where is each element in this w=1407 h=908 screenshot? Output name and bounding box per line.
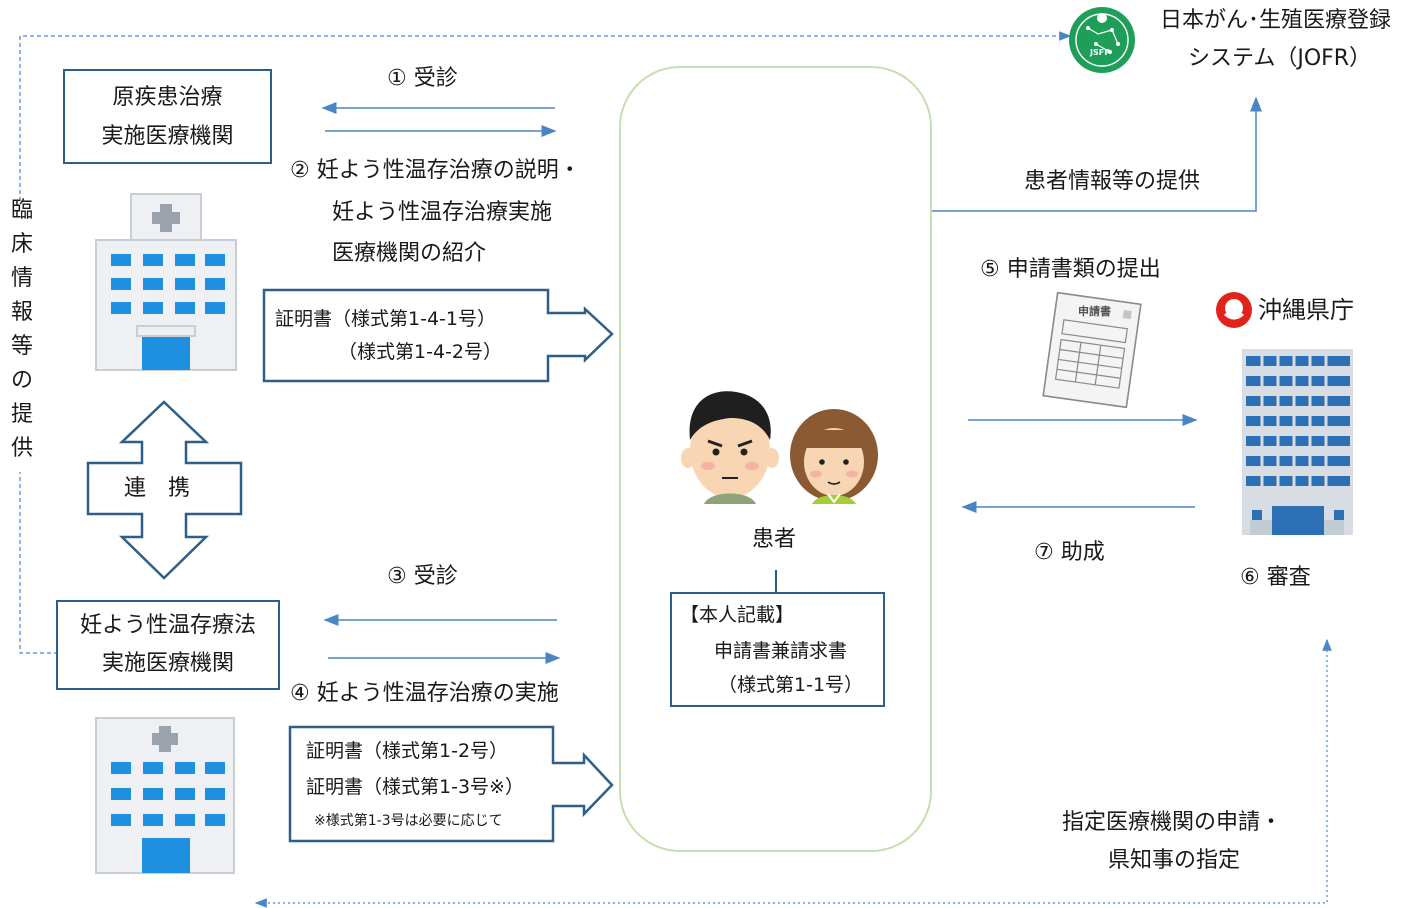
side-char: 情 <box>10 266 33 291</box>
patient-man-icon <box>681 391 779 504</box>
clinic2-line2: 実施医療機関 <box>101 651 234 676</box>
hospital-icon-2 <box>95 717 235 874</box>
side-char: の <box>10 368 33 393</box>
cert2-line2: 証明書（様式第1-3号※） <box>306 776 524 798</box>
patient-label: 患者 <box>752 527 797 552</box>
cert1-line1: 証明書（様式第1-4-1号） <box>275 308 496 330</box>
step1-label: ① 受診 <box>387 66 458 91</box>
step7-label: ⑦ 助成 <box>1034 540 1105 565</box>
jsfp-logo-icon <box>1069 7 1135 73</box>
designation-line2: 県知事の指定 <box>1108 848 1241 873</box>
prefecture-building-icon <box>1242 349 1353 535</box>
clinic2-box: 妊よう性温存療法 実施医療機関 <box>56 600 280 690</box>
side-char: 床 <box>10 232 33 257</box>
step2-line1: ② 妊よう性温存治療の説明・ <box>290 158 581 183</box>
step6-label: ⑥ 審査 <box>1240 565 1311 590</box>
clinic1-box: 原疾患治療 実施医療機関 <box>63 69 272 164</box>
step2-line3: 医療機関の紹介 <box>332 241 487 266</box>
clinic1-line2: 実施医療機関 <box>101 124 234 149</box>
cert1-line2: （様式第1-4-2号） <box>338 341 502 363</box>
self-form-box: 【本人記載】 申請書兼請求書 （様式第1-1号） <box>670 592 885 707</box>
hospital-icon-1 <box>95 193 237 371</box>
jofr-line2: システム（JOFR） <box>1188 46 1372 71</box>
step2-line2: 妊よう性温存治療実施 <box>332 200 553 225</box>
cert2-line1: 証明書（様式第1-2号） <box>306 740 509 762</box>
jofr-line1: 日本がん･生殖医療登録 <box>1160 8 1392 33</box>
designation-dotted-line <box>257 640 1328 904</box>
cooperation-label: 連 携 <box>124 476 191 501</box>
okinawa-emblem-icon <box>1216 292 1252 328</box>
self-form-line3: （様式第1-1号） <box>718 674 864 696</box>
designation-line1: 指定医療機関の申請・ <box>1062 810 1283 835</box>
prefecture-label: 沖縄県庁 <box>1258 296 1354 324</box>
info-provide-label: 患者情報等の提供 <box>1024 169 1201 194</box>
patient-woman-icon <box>790 409 878 504</box>
side-char: 供 <box>10 436 33 461</box>
doc-icon-text: 申請書 <box>1078 305 1111 318</box>
side-char: 報 <box>10 300 33 325</box>
self-form-line1: 【本人記載】 <box>680 604 795 626</box>
side-char: 等 <box>10 334 33 359</box>
cert1-block-arrow <box>262 288 614 383</box>
step3-label: ③ 受診 <box>387 564 458 589</box>
clinic1-line1: 原疾患治療 <box>112 85 223 110</box>
clinical-info-label: 臨 床 情 報 等 の 提 供 <box>8 200 36 472</box>
side-char: 提 <box>10 402 33 427</box>
cert2-block-arrow <box>288 725 614 843</box>
step4-label: ④ 妊よう性温存治療の実施 <box>290 681 559 706</box>
self-form-line2: 申請書兼請求書 <box>714 640 848 662</box>
clinic2-line1: 妊よう性温存療法 <box>79 613 256 638</box>
step5-label: ⑤ 申請書類の提出 <box>980 257 1161 282</box>
info-provide-arrow <box>932 96 1262 212</box>
cooperation-arrow <box>86 400 243 580</box>
jsfp-logo-text: JSFP <box>1090 48 1111 57</box>
side-char: 臨 <box>10 198 33 223</box>
application-document-icon <box>1042 291 1142 409</box>
cert2-note: ※様式第1-3号は必要に応じて <box>314 813 503 829</box>
patient-panel <box>619 66 932 852</box>
